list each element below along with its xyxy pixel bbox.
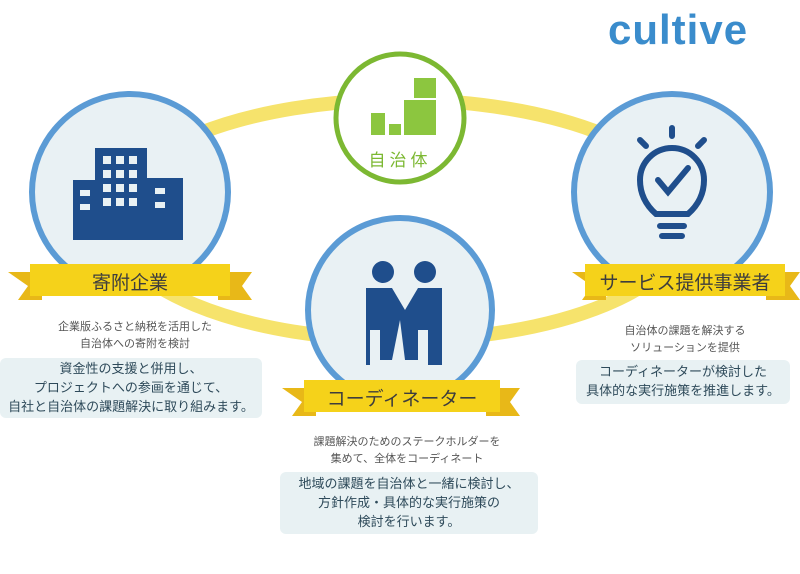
detail-line: 具体的な実行施策を推進します。 xyxy=(586,384,780,399)
ribbon-right xyxy=(572,264,800,300)
detail-line: コーディネーターが検討した xyxy=(598,365,768,380)
summary-line: 集めて、全体をコーディネート xyxy=(330,452,484,465)
company-summary: 企業版ふるさと納税を活用した 自治体への寄附を検討 xyxy=(20,318,250,352)
provider-circle xyxy=(571,91,773,293)
handshake-icon xyxy=(366,261,442,365)
detail-line: 自社と自治体の課題解決に取り組みます。 xyxy=(8,399,254,415)
gov-label: 自治体 xyxy=(368,151,432,171)
summary-line: 自治体の課題を解決する xyxy=(624,324,746,337)
detail-line: プロジェクトへの参画を通じて、 xyxy=(33,380,229,396)
provider-label: サービス提供事業者 xyxy=(599,272,771,294)
detail-line: 地域の課題を自治体と一緒に検討し、 xyxy=(298,476,520,492)
detail-line: 方針作成・具体的な実行施策の xyxy=(317,495,500,511)
cultive-logo: cultive xyxy=(608,6,749,53)
detail-line: 検討を行います。 xyxy=(357,514,461,530)
coordinator-label: コーディネーター xyxy=(326,388,478,410)
lightbulb-check-icon xyxy=(636,125,708,239)
summary-line: 課題解決のためのステークホルダーを xyxy=(313,435,501,448)
ribbon-left xyxy=(8,264,252,300)
building-blocks-icon xyxy=(371,78,436,135)
coordinator-summary: 課題解決のためのステークホルダーを 集めて、全体をコーディネート xyxy=(282,433,532,467)
ribbon-middle xyxy=(282,380,520,416)
company-label: 寄附企業 xyxy=(91,272,168,294)
provider-detail-box: コーディネーターが検討した 具体的な実行施策を推進します。 xyxy=(576,360,790,404)
company-detail-box: 資金性の支援と併用し、 プロジェクトへの参画を通じて、 自社と自治体の課題解決に… xyxy=(0,358,262,418)
summary-line: 企業版ふるさと納税を活用した xyxy=(58,320,212,333)
coordinator-detail-box: 地域の課題を自治体と一緒に検討し、 方針作成・具体的な実行施策の 検討を行います… xyxy=(280,472,538,534)
summary-line: 自治体への寄附を検討 xyxy=(80,337,190,350)
detail-line: 資金性の支援と併用し、 xyxy=(59,361,203,377)
provider-summary: 自治体の課題を解決する ソリューションを提供 xyxy=(585,322,785,356)
summary-line: ソリューションを提供 xyxy=(630,341,740,354)
